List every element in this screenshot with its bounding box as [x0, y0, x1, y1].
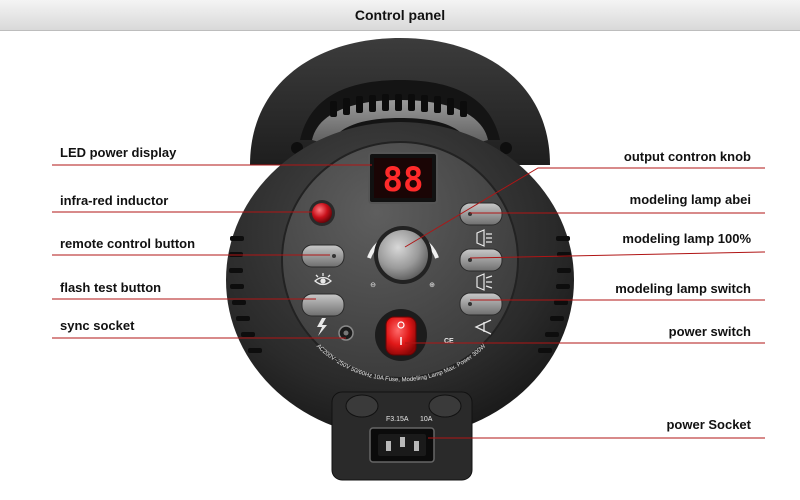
- fuse-label: F3.15A: [386, 416, 409, 423]
- remote-control-button[interactable]: [301, 244, 345, 268]
- fuse-holder: [428, 394, 462, 418]
- label-remote-control-button: remote control button: [60, 236, 195, 251]
- side-vents-right: [538, 236, 571, 353]
- output-control-knob[interactable]: [378, 230, 428, 280]
- page-title: Control panel: [0, 0, 800, 31]
- side-vents-left: [229, 236, 262, 353]
- label-modeling-lamp-abei: modeling lamp abei: [630, 192, 751, 207]
- eye-icon: [314, 273, 332, 286]
- flash-test-button[interactable]: [301, 293, 345, 317]
- knob-plus-symbol: ⊕: [429, 282, 435, 289]
- lamp-icon: [476, 273, 493, 291]
- socket-pin: [386, 441, 391, 451]
- led-digits: 88: [383, 160, 424, 200]
- leader-lines: [52, 164, 766, 439]
- power-switch[interactable]: [385, 316, 417, 356]
- label-power-switch: power switch: [669, 324, 751, 339]
- label-output-control-knob: output contron knob: [624, 149, 751, 164]
- modeling-lamp-abei-button[interactable]: [459, 202, 503, 226]
- modeling-lamp-switch-button[interactable]: [459, 292, 503, 316]
- button-dot: [332, 254, 336, 258]
- flash-icon: [317, 318, 327, 336]
- label-flash-test-button: flash test button: [60, 280, 161, 295]
- socket-pin: [400, 437, 405, 447]
- label-sync-socket: sync socket: [60, 318, 135, 333]
- button-dot: [468, 302, 472, 306]
- infra-red-inductor: [312, 203, 332, 223]
- hood-vents: [330, 94, 467, 117]
- sync-socket-pin: [343, 330, 349, 336]
- metal-ring: [312, 100, 488, 145]
- knob-minus-symbol: ⊖: [370, 282, 376, 289]
- power-off-mark: [397, 321, 405, 329]
- label-modeling-lamp-switch: modeling lamp switch: [615, 281, 751, 296]
- modeling-lamp-100-button[interactable]: [459, 248, 503, 272]
- lamp-full-icon: [476, 229, 492, 247]
- label-modeling-lamp-100: modeling lamp 100%: [622, 231, 751, 246]
- button-dot: [468, 258, 472, 262]
- socket-rating-label: 10A: [420, 416, 433, 423]
- ce-mark: CE: [444, 338, 454, 345]
- label-infra-red-inductor: infra-red inductor: [60, 193, 168, 208]
- screw: [500, 142, 512, 154]
- fuse-holder: [345, 394, 379, 418]
- socket-pin: [414, 441, 419, 451]
- led-power-display: 88: [368, 152, 438, 204]
- label-led-power-display: LED power display: [60, 145, 177, 160]
- label-power-socket: power Socket: [666, 417, 751, 432]
- lamp-off-icon: [474, 319, 492, 335]
